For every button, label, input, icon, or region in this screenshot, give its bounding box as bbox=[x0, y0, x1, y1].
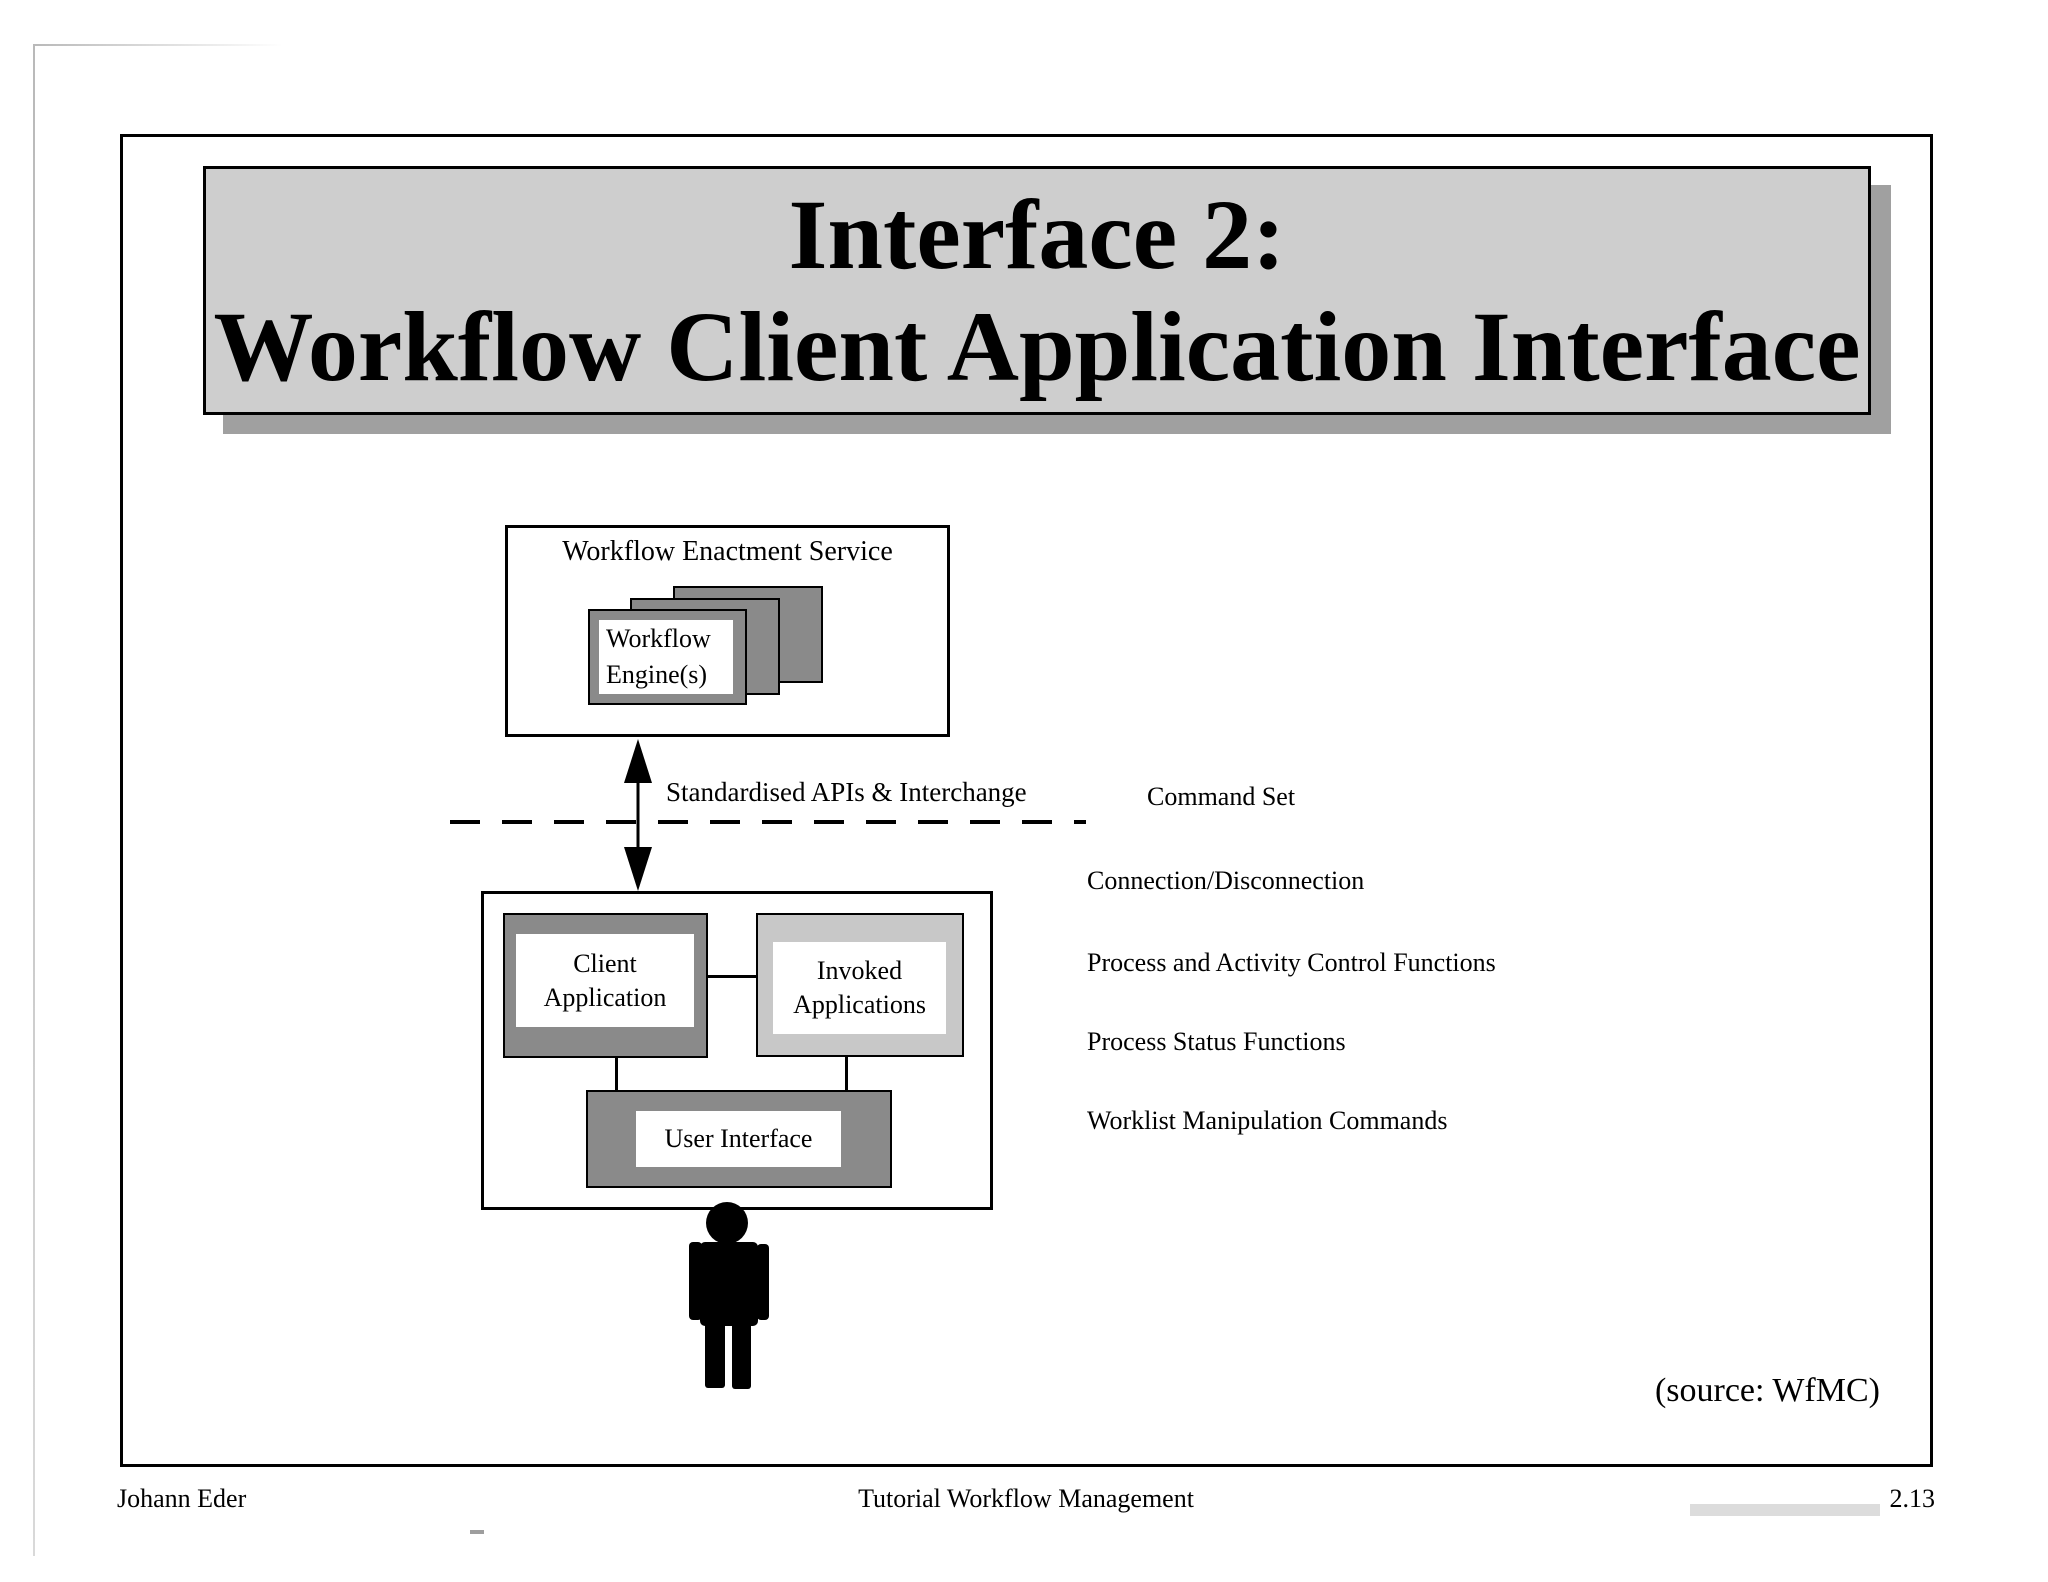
dashed-separator-line bbox=[450, 820, 1086, 824]
double-arrow-icon bbox=[624, 739, 652, 891]
connector-client-invoked bbox=[708, 975, 756, 978]
scan-artifact-dash bbox=[470, 1530, 484, 1534]
workflow-engine-box: Workflow Engine(s) bbox=[588, 609, 747, 705]
title-banner: Interface 2: Workflow Client Application… bbox=[203, 166, 1871, 415]
person-icon bbox=[689, 1202, 769, 1389]
command-set-item: Connection/Disconnection bbox=[1087, 866, 1365, 895]
scan-artifact-strip bbox=[1690, 1504, 1880, 1516]
invoked-applications-box: Invoked Applications bbox=[756, 913, 964, 1057]
user-interface-label: User Interface bbox=[636, 1111, 841, 1167]
command-set-item: Process and Activity Control Functions bbox=[1087, 948, 1496, 977]
connector-client-ui bbox=[615, 1058, 618, 1092]
footer-title: Tutorial Workflow Management bbox=[858, 1484, 1194, 1513]
client-application-box: Client Application bbox=[503, 913, 708, 1058]
title-line-1: Interface 2: bbox=[788, 178, 1286, 290]
standardised-apis-label: Standardised APIs & Interchange bbox=[666, 777, 1027, 807]
page-corner-line-vertical bbox=[33, 44, 35, 1556]
invoked-applications-label: Invoked Applications bbox=[773, 942, 946, 1034]
workflow-engine-label: Workflow Engine(s) bbox=[599, 620, 733, 694]
title-line-2: Workflow Client Application Interface bbox=[213, 290, 1861, 402]
footer-author: Johann Eder bbox=[117, 1484, 247, 1513]
enactment-service-label: Workflow Enactment Service bbox=[562, 536, 893, 567]
command-set-heading: Command Set bbox=[1147, 782, 1296, 811]
connector-invoked-ui bbox=[845, 1057, 848, 1092]
client-application-label: Client Application bbox=[516, 934, 694, 1027]
command-set-item: Process Status Functions bbox=[1087, 1027, 1346, 1056]
user-interface-box: User Interface bbox=[586, 1090, 892, 1188]
command-set-item: Worklist Manipulation Commands bbox=[1087, 1106, 1448, 1135]
source-note: (source: WfMC) bbox=[1654, 1372, 1880, 1409]
page-corner-line-horizontal bbox=[33, 44, 283, 46]
footer-page-number: 2.13 bbox=[1889, 1484, 1936, 1513]
